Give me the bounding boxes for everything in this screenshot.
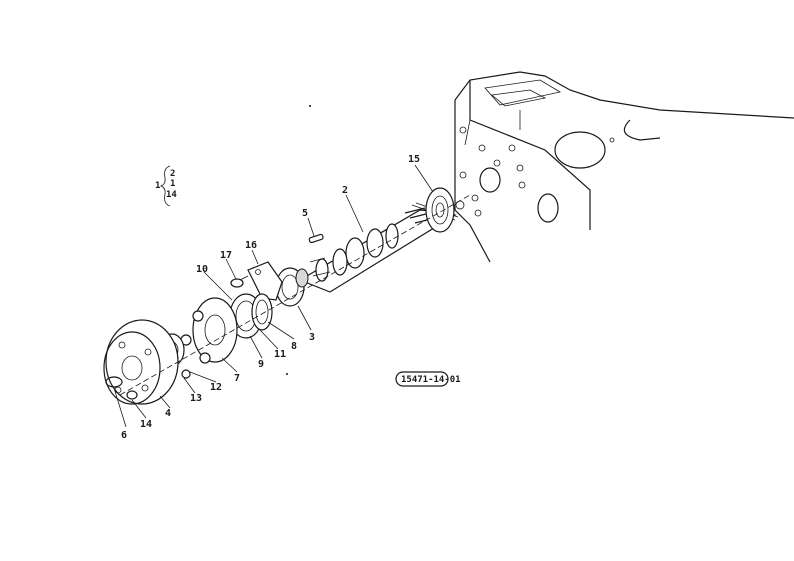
bearing-15: [425, 187, 455, 233]
callout-8: 8: [291, 341, 297, 352]
callout-14: 14: [140, 419, 152, 430]
callout-15: 15: [408, 154, 420, 165]
retainer-plate-16: [247, 261, 283, 301]
kit-group-item-1: 2: [170, 169, 175, 179]
callout-4: 4: [165, 408, 171, 419]
kit-group-lead: 1: [155, 181, 160, 191]
washer-14: [126, 390, 138, 400]
kit-group: 1 2 1 14: [155, 165, 177, 207]
kit-group-item-2: 1: [170, 179, 175, 189]
kit-group-brace: [159, 165, 171, 207]
callout-3: 3: [309, 332, 315, 343]
callout-12: 12: [210, 382, 222, 393]
callouts: 2 15 5 16 17 10 3 8 11 9 7 12 13 4 14 6: [121, 154, 420, 441]
engine-block: [454, 71, 794, 263]
scan-speck: [286, 373, 288, 375]
thrust-washers: [229, 293, 273, 339]
bolt-17: [230, 275, 249, 288]
scan-speck: [309, 105, 311, 107]
kit-group-item-3: 14: [166, 190, 177, 200]
drawing-number: 15471-14-01: [401, 375, 461, 385]
callout-16: 16: [245, 240, 257, 251]
axis-line: [119, 194, 471, 396]
snap-ring-6: [105, 376, 123, 388]
key-5: [308, 233, 324, 244]
callout-11: 11: [274, 349, 286, 360]
flange-7: [180, 297, 238, 364]
callout-2: 2: [342, 185, 348, 196]
cam-gear-4: [103, 319, 179, 405]
callout-9: 9: [258, 359, 264, 370]
drawing-number-box: 15471-14-01: [395, 371, 461, 387]
callout-17: 17: [220, 250, 232, 261]
callout-7: 7: [234, 373, 240, 384]
leader-lines: [113, 164, 434, 428]
callout-5: 5: [302, 208, 308, 219]
callout-10: 10: [196, 264, 208, 275]
callout-13: 13: [190, 393, 202, 404]
callout-6: 6: [121, 430, 127, 441]
